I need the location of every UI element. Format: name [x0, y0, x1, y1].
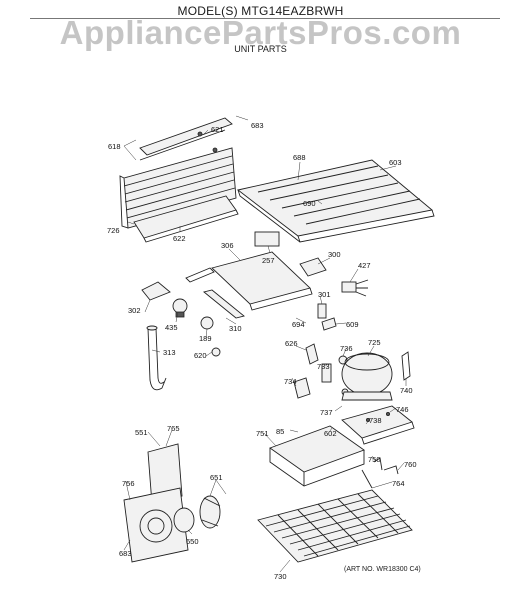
- part-drain-tube: [146, 325, 167, 391]
- callout: 733: [317, 362, 330, 371]
- callout: 301: [318, 290, 331, 299]
- part-fan-shroud: [123, 487, 189, 563]
- callout: 626: [285, 339, 298, 348]
- callout: 765: [167, 424, 180, 433]
- callout: 736: [340, 344, 353, 353]
- callout: 737: [320, 408, 333, 417]
- callout: 650: [186, 537, 199, 546]
- part-drain-trough: [133, 195, 239, 243]
- part-mount-bracket: [185, 231, 313, 319]
- section-title: UNIT PARTS: [234, 44, 287, 54]
- part-300-bracket: [299, 257, 327, 277]
- callout: 734: [284, 377, 297, 386]
- part-evaporator-cover: [236, 159, 435, 243]
- part-bulb-socket: [172, 298, 221, 357]
- watermark: AppliancePartsPros.com: [59, 14, 462, 51]
- part-controls: [293, 343, 349, 399]
- callout: 257: [262, 256, 275, 265]
- part-hardware: [361, 457, 399, 489]
- art-number: (ART NO. WR18300 C4): [344, 566, 421, 573]
- callout: 621: [211, 125, 224, 134]
- callout: 725: [368, 338, 381, 347]
- part-fan-motor: [173, 495, 221, 533]
- callout: 602: [324, 429, 337, 438]
- model-title: MODEL(S) MTG14EAZBRWH: [177, 4, 344, 18]
- part-condenser-coil: [257, 489, 413, 563]
- callout: 306: [221, 241, 234, 250]
- callout: 313: [163, 348, 176, 357]
- callout: 302: [128, 306, 141, 315]
- callout: 435: [165, 323, 178, 332]
- part-small-fittings: [317, 303, 337, 331]
- callout: 300: [328, 250, 341, 259]
- part-wire-harness: [341, 279, 369, 297]
- callout: 726: [107, 226, 120, 235]
- callout: 683: [119, 549, 132, 558]
- callout: 694: [292, 320, 305, 329]
- callout: 730: [274, 572, 287, 581]
- callout: 690: [303, 199, 316, 208]
- callout: 683: [251, 121, 264, 130]
- callout: 746: [396, 405, 409, 414]
- callout: 740: [400, 386, 413, 395]
- callout: 189: [199, 334, 212, 343]
- callout: 618: [108, 142, 121, 151]
- callout: 688: [293, 153, 306, 162]
- callout: 620: [194, 351, 207, 360]
- callout: 603: [389, 158, 402, 167]
- leader-lines: [123, 115, 407, 573]
- callout: 85: [276, 427, 284, 436]
- callout: 310: [229, 324, 242, 333]
- callout: 609: [346, 320, 359, 329]
- part-light-cover: [141, 281, 171, 301]
- callout: 750: [368, 455, 381, 464]
- part-740-clip: [401, 351, 411, 381]
- part-compressor: [341, 352, 393, 401]
- callout-labels: 683 621 618 688 603 690 726 622 306 257 …: [107, 121, 417, 581]
- callout: 622: [173, 234, 186, 243]
- header-rule: [30, 18, 500, 19]
- callout: 738: [369, 416, 382, 425]
- callout: 551: [135, 428, 148, 437]
- part-mounting-plate: [341, 405, 415, 445]
- part-bracket-rail: [139, 117, 233, 161]
- callout: 756: [122, 479, 135, 488]
- part-drain-pan: [269, 425, 365, 487]
- callout: 651: [210, 473, 223, 482]
- callout: 764: [392, 479, 405, 488]
- callout: 427: [358, 261, 371, 270]
- callout: 760: [404, 460, 417, 469]
- part-grille-duct: [119, 147, 237, 229]
- callout: 751: [256, 429, 269, 438]
